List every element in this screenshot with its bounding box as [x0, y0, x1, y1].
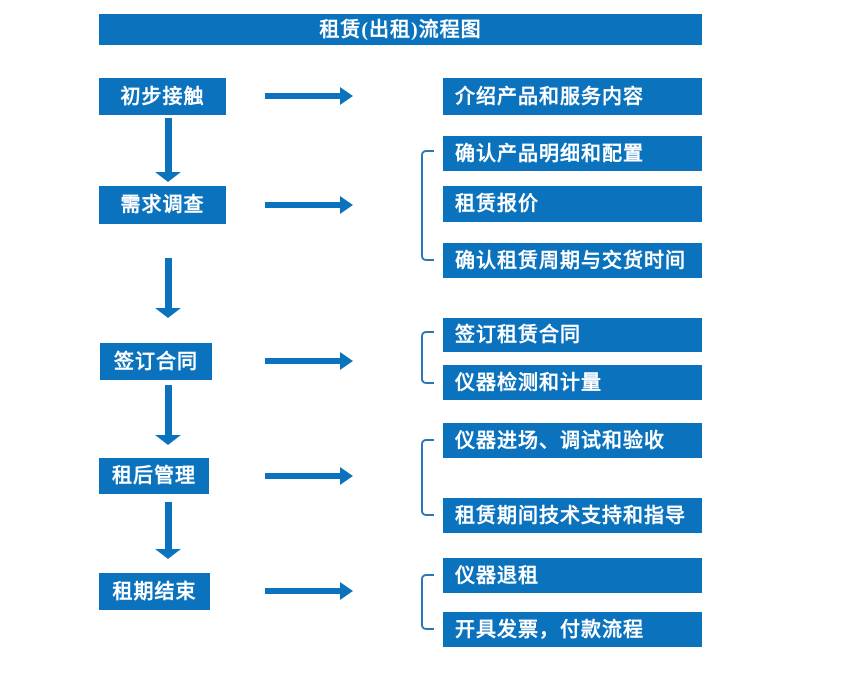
detail-box-intro-products-services: 介绍产品和服务内容: [443, 78, 702, 115]
arrow-shaft: [265, 588, 342, 594]
arrow-head: [340, 467, 353, 485]
arrow-shaft: [265, 358, 342, 364]
detail-box-rental-period-tech-support: 租赁期间技术支持和指导: [443, 498, 702, 533]
arrow-shaft: [265, 202, 342, 208]
arrow-shaft: [265, 473, 342, 479]
detail-box-instrument-return: 仪器退租: [443, 558, 702, 593]
arrow-shaft: [165, 118, 172, 173]
bracket-step3-details: [421, 331, 434, 384]
step-box-initial-contact: 初步接触: [99, 78, 226, 115]
step-box-rental-end: 租期结束: [99, 573, 210, 610]
step-box-sign-contract: 签订合同: [100, 343, 212, 380]
right-arrow-step3-details: [265, 352, 353, 370]
arrow-head: [155, 308, 181, 318]
bracket-step5-details: [421, 574, 434, 630]
detail-box-confirm-product-details-config: 确认产品明细和配置: [443, 136, 702, 171]
arrow-head: [340, 582, 353, 600]
right-arrow-step4-details: [265, 467, 353, 485]
arrow-head: [340, 87, 353, 105]
detail-box-invoice-payment-process: 开具发票，付款流程: [443, 612, 702, 647]
arrow-shaft: [165, 258, 172, 309]
right-arrow-step2-details: [265, 196, 353, 214]
arrow-head: [340, 352, 353, 370]
down-arrow-step1-to-step2: [155, 118, 181, 182]
step-box-post-rental-management: 租后管理: [99, 458, 209, 494]
arrow-head: [155, 172, 181, 182]
detail-box-instrument-testing-metering: 仪器检测和计量: [443, 365, 702, 400]
arrow-shaft: [265, 93, 342, 99]
right-arrow-step1-details: [265, 87, 353, 105]
arrow-head: [340, 196, 353, 214]
detail-box-instrument-arrival-debug-acceptance: 仪器进场、调试和验收: [443, 423, 702, 458]
arrow-head: [155, 549, 181, 559]
flowchart-title: 租赁(出租)流程图: [99, 14, 702, 45]
arrow-shaft: [165, 502, 172, 550]
arrow-head: [155, 435, 181, 445]
down-arrow-step2-to-step3: [155, 258, 181, 318]
detail-box-sign-rental-contract: 签订租赁合同: [443, 318, 702, 352]
detail-box-rental-quotation: 租赁报价: [443, 186, 702, 222]
step-box-demand-survey: 需求调查: [99, 186, 226, 224]
right-arrow-step5-details: [265, 582, 353, 600]
detail-box-confirm-rental-period-delivery: 确认租赁周期与交货时间: [443, 243, 702, 278]
down-arrow-step3-to-step4: [155, 385, 181, 445]
down-arrow-step4-to-step5: [155, 502, 181, 559]
bracket-step4-details: [421, 439, 434, 516]
arrow-shaft: [165, 385, 172, 436]
bracket-step2-details: [421, 150, 434, 261]
